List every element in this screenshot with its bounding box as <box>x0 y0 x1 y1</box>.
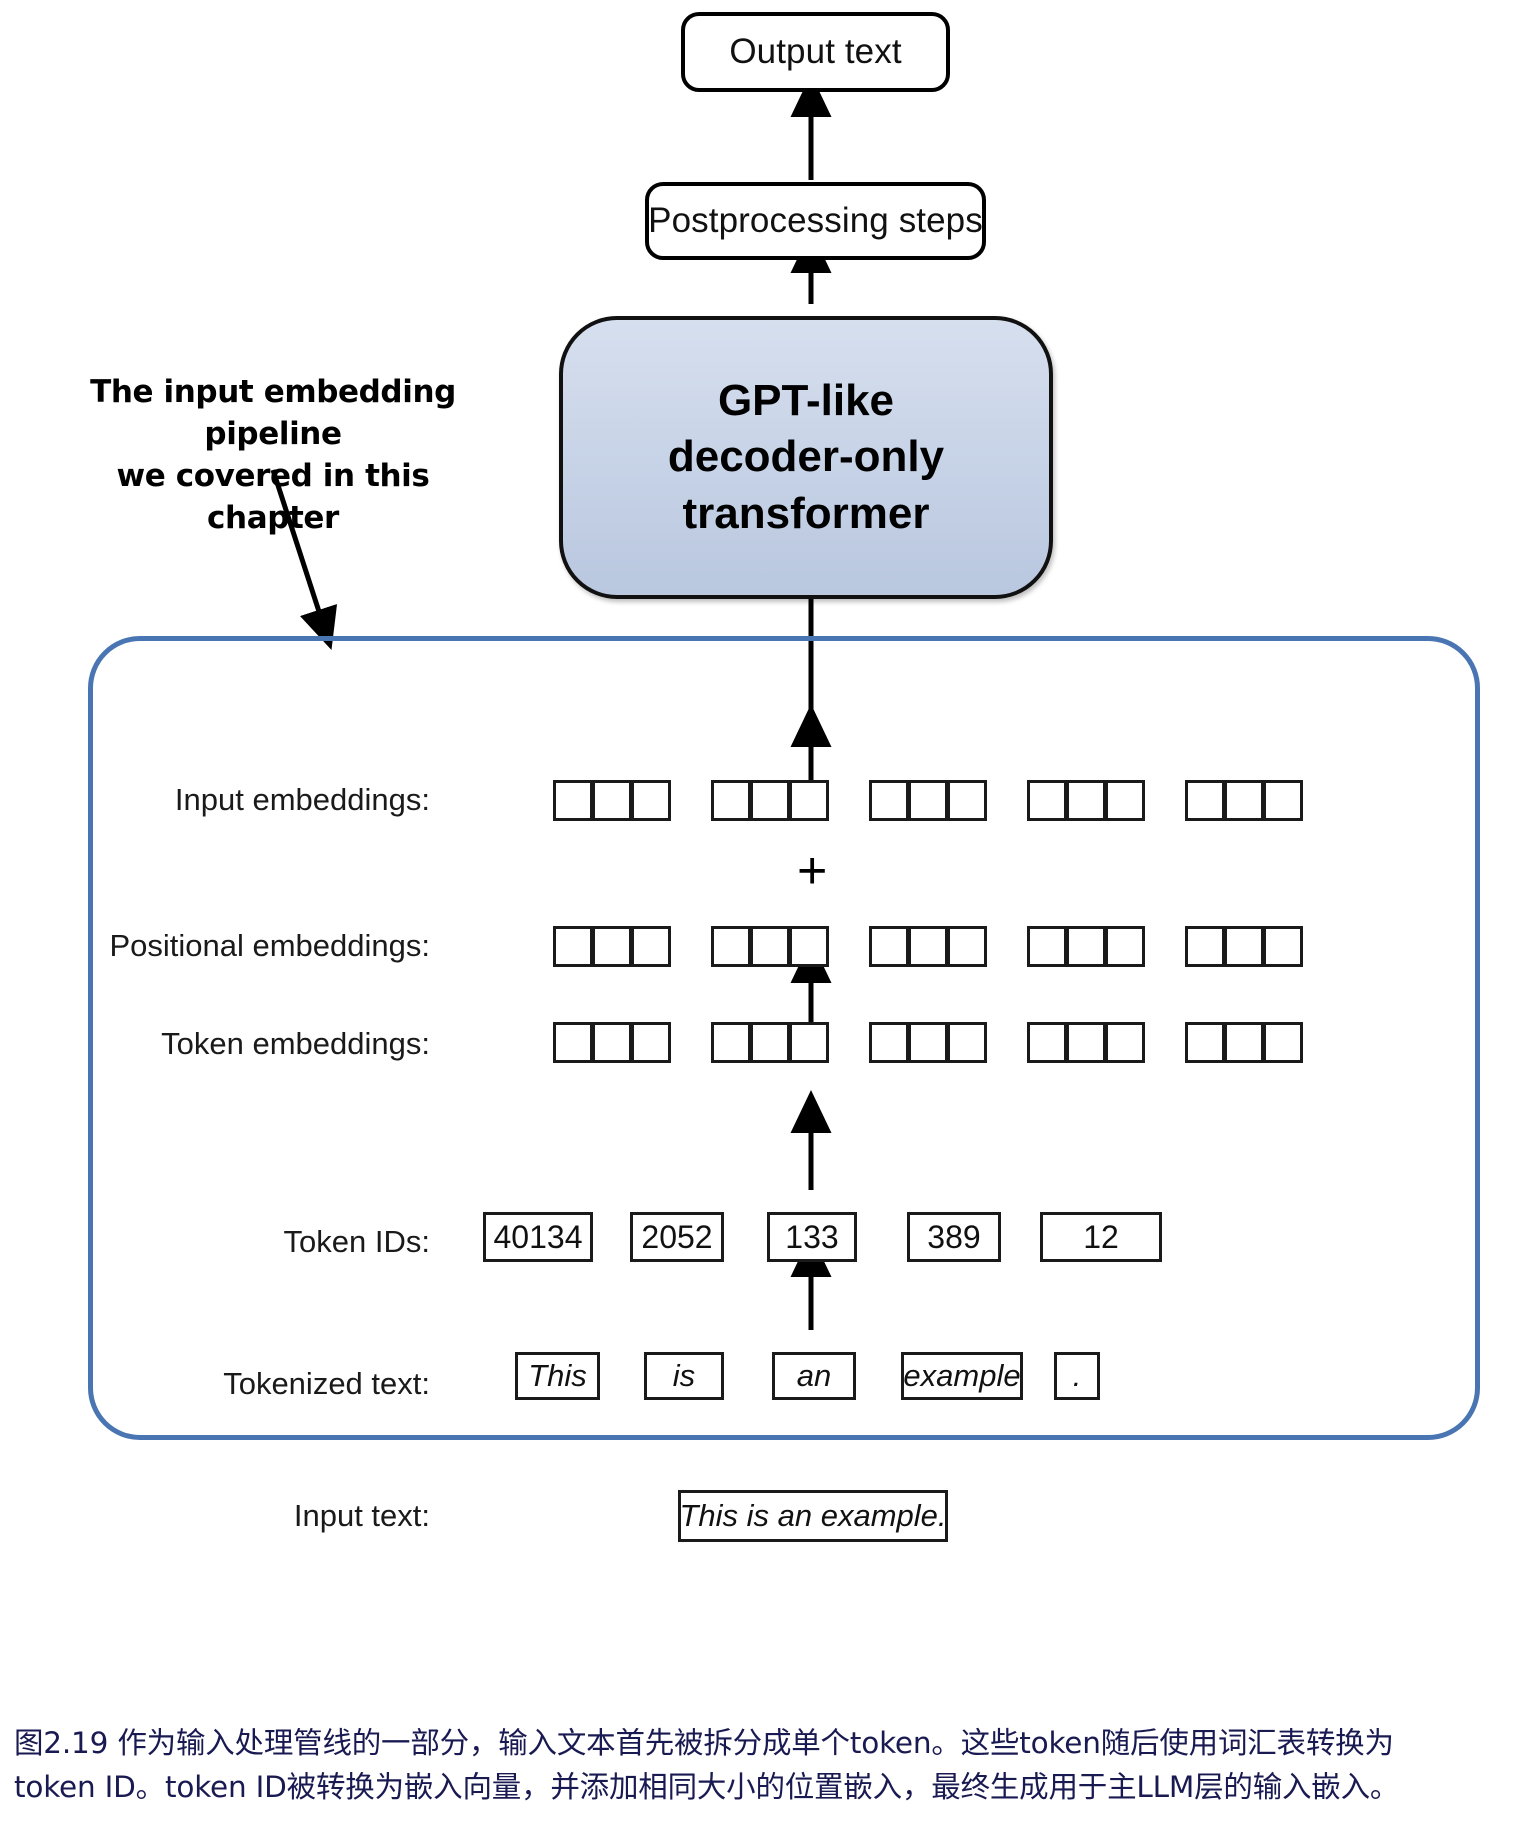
token-embeddings-group-4 <box>1027 1022 1145 1063</box>
embedding-cell <box>1224 780 1264 821</box>
token-box-4: example <box>901 1352 1023 1400</box>
postprocessing-label: Postprocessing steps <box>648 201 983 240</box>
embedding-cell <box>1027 780 1067 821</box>
input-embedding-pipeline-container <box>88 636 1480 1440</box>
row-label-input-text: Input text: <box>293 1498 430 1533</box>
figure-caption: 图2.19 作为输入处理管线的一部分，输入文本首先被拆分成单个token。这些t… <box>14 1722 1504 1809</box>
row-label-token-embeddings: Token embeddings: <box>161 1026 430 1061</box>
token-box-5: . <box>1054 1352 1100 1400</box>
embedding-cell <box>1263 780 1303 821</box>
embedding-cell <box>750 780 790 821</box>
positional-embeddings-group-4 <box>1027 926 1145 967</box>
embedding-cell <box>908 780 948 821</box>
row-label-positional-embeddings: Positional embeddings: <box>109 928 430 963</box>
embedding-cell <box>1224 1022 1264 1063</box>
token-id-box-3: 133 <box>767 1212 857 1262</box>
postprocessing-box: Postprocessing steps <box>645 182 986 260</box>
embedding-cell <box>789 780 829 821</box>
embedding-cell <box>592 780 632 821</box>
embedding-cell <box>1027 1022 1067 1063</box>
embedding-cell <box>1263 926 1303 967</box>
embedding-cell <box>750 1022 790 1063</box>
embedding-cell <box>631 926 671 967</box>
output-text-label: Output text <box>729 32 902 71</box>
transformer-block: GPT-like decoder-only transformer <box>559 316 1053 599</box>
positional-embeddings-group-5 <box>1185 926 1303 967</box>
token-id-box-2: 2052 <box>630 1212 724 1262</box>
input-embeddings-group-2 <box>711 780 829 821</box>
transformer-label-line-1: GPT-like <box>717 376 895 426</box>
embedding-cell <box>1185 926 1225 967</box>
input-embeddings-group-3 <box>869 780 987 821</box>
embedding-cell <box>711 926 751 967</box>
embedding-cell <box>631 1022 671 1063</box>
embedding-cell <box>1066 1022 1106 1063</box>
output-text-box: Output text <box>681 12 950 92</box>
embedding-cell <box>711 780 751 821</box>
transformer-label-line-2: decoder-only <box>667 432 945 482</box>
annotation-line-2: we covered in this chapter <box>116 457 430 536</box>
embedding-cell <box>1105 780 1145 821</box>
transformer-label: GPT-like decoder-only transformer <box>668 373 944 542</box>
embedding-cell <box>789 926 829 967</box>
input-embeddings-group-4 <box>1027 780 1145 821</box>
embedding-cell <box>947 1022 987 1063</box>
token-id-box-4: 389 <box>907 1212 1001 1262</box>
embedding-cell <box>1185 1022 1225 1063</box>
embedding-cell <box>553 1022 593 1063</box>
embedding-cell <box>947 780 987 821</box>
embedding-cell <box>1027 926 1067 967</box>
token-id-box-1: 40134 <box>483 1212 593 1262</box>
input-embeddings-group-5 <box>1185 780 1303 821</box>
embedding-cell <box>947 926 987 967</box>
token-box-1: This <box>515 1352 600 1400</box>
row-label-token-ids: Token IDs: <box>283 1224 430 1259</box>
embedding-cell <box>869 1022 909 1063</box>
annotation-text: The input embedding pipeline we covered … <box>78 372 468 539</box>
row-label-input-embeddings: Input embeddings: <box>174 782 430 817</box>
token-embeddings-group-3 <box>869 1022 987 1063</box>
embedding-cell <box>1105 926 1145 967</box>
embedding-cell <box>1066 780 1106 821</box>
token-embeddings-group-1 <box>553 1022 671 1063</box>
embedding-cell <box>553 926 593 967</box>
embedding-cell <box>908 1022 948 1063</box>
transformer-label-line-3: transformer <box>682 488 930 538</box>
embedding-cell <box>1185 780 1225 821</box>
embedding-cell <box>711 1022 751 1063</box>
positional-embeddings-group-3 <box>869 926 987 967</box>
embedding-cell <box>553 780 593 821</box>
caption-line-1: 图2.19 作为输入处理管线的一部分，输入文本首先被拆分成单个token。这些t… <box>14 1726 1394 1760</box>
input-text-box: This is an example. <box>678 1490 948 1542</box>
embedding-cell <box>869 926 909 967</box>
embedding-cell <box>1224 926 1264 967</box>
plus-sign: + <box>797 842 828 900</box>
annotation-line-1: The input embedding pipeline <box>90 374 456 452</box>
token-box-3: an <box>772 1352 856 1400</box>
token-box-2: is <box>644 1352 724 1400</box>
token-embeddings-group-5 <box>1185 1022 1303 1063</box>
caption-line-2: token ID。token ID被转换为嵌入向量，并添加相同大小的位置嵌入，最… <box>14 1769 1400 1804</box>
token-id-box-5: 12 <box>1040 1212 1162 1262</box>
embedding-cell <box>592 1022 632 1063</box>
embedding-cell <box>1066 926 1106 967</box>
positional-embeddings-group-2 <box>711 926 829 967</box>
embedding-cell <box>592 926 632 967</box>
embedding-cell <box>1105 1022 1145 1063</box>
embedding-cell <box>789 1022 829 1063</box>
token-embeddings-group-2 <box>711 1022 829 1063</box>
row-label-tokenized-text: Tokenized text: <box>223 1366 430 1401</box>
input-embeddings-group-1 <box>553 780 671 821</box>
embedding-cell <box>750 926 790 967</box>
embedding-cell <box>869 780 909 821</box>
embedding-cell <box>631 780 671 821</box>
embedding-cell <box>1263 1022 1303 1063</box>
positional-embeddings-group-1 <box>553 926 671 967</box>
embedding-cell <box>908 926 948 967</box>
